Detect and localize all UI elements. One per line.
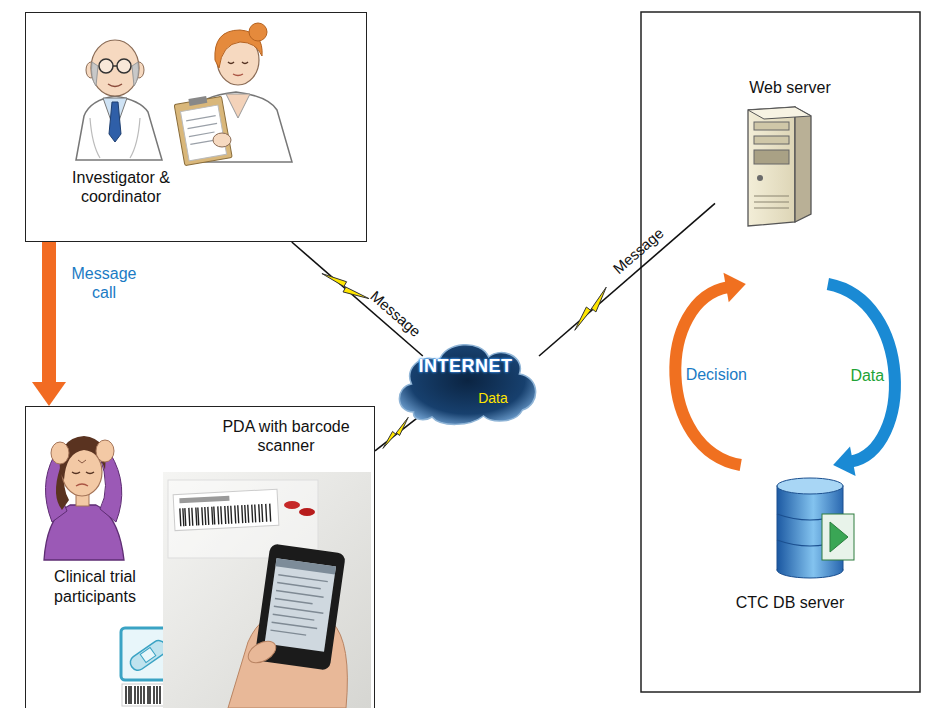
doctor-figure-part xyxy=(90,118,140,158)
server-icon-part xyxy=(748,107,795,226)
server-icon-part xyxy=(748,107,811,119)
pda-photo-part-part xyxy=(173,489,279,530)
doctor-figure xyxy=(76,23,292,166)
doctor-figure-part xyxy=(228,62,248,64)
database-icon xyxy=(777,478,854,578)
doctor-figure-part xyxy=(174,93,233,165)
database-node: CTC DB server xyxy=(715,465,869,630)
internet-cloud: INTERNET Data xyxy=(393,332,542,428)
node-label: PDA with barcode scanner xyxy=(222,417,350,455)
bandage-icon-part xyxy=(128,638,169,673)
database-icon-part xyxy=(830,522,848,552)
edge-label: Data xyxy=(850,366,884,385)
patient-figure xyxy=(44,436,124,560)
pda-photo-part xyxy=(163,472,371,708)
lightning-bolt xyxy=(575,287,606,330)
pda-photo-part-part xyxy=(179,496,229,504)
server-icon xyxy=(748,107,811,226)
doctor-figure-part xyxy=(76,96,162,160)
pda-photo-part xyxy=(299,508,315,516)
doctor-figure-part-part xyxy=(174,96,232,165)
lightning-bolt xyxy=(322,274,369,299)
node-label: Clinical trial participants xyxy=(36,567,154,605)
server-icon-part xyxy=(754,122,789,130)
pda-photo-part-part xyxy=(180,504,271,527)
web-server-node: Web server xyxy=(715,72,869,284)
doctor-figure-part xyxy=(91,40,139,96)
database-icon-part xyxy=(777,478,843,494)
arrow-head xyxy=(723,273,745,303)
link-line xyxy=(539,203,715,356)
node-label: Investigator & coordinator xyxy=(46,168,196,206)
arrow-head xyxy=(833,447,855,476)
connector xyxy=(375,414,423,451)
patient-figure-part xyxy=(72,472,94,474)
pda-photo-part xyxy=(284,501,300,509)
connector xyxy=(539,203,715,356)
doctor-figure-part xyxy=(226,94,250,118)
arrow-head xyxy=(32,382,66,406)
server-panel-part xyxy=(641,12,920,692)
server-icon-part xyxy=(754,136,789,144)
link-line xyxy=(375,414,423,451)
edge-label: Message call xyxy=(67,264,141,302)
cycle-arc xyxy=(828,284,895,462)
doctor-figure-part xyxy=(233,74,243,76)
doctor-figure-part xyxy=(213,133,231,147)
node-label: Data xyxy=(473,390,513,407)
server-panel xyxy=(641,12,920,692)
connector-shaft xyxy=(42,242,56,384)
pda-photo-part xyxy=(173,489,279,530)
server-icon-part xyxy=(795,107,811,222)
doctor-figure-part xyxy=(109,102,121,142)
bandage-icon-part xyxy=(140,647,156,662)
server-icon-part xyxy=(754,150,789,164)
connector xyxy=(292,242,423,356)
link-line xyxy=(292,242,423,356)
edge-label: Decision xyxy=(686,365,747,384)
patient-figure-part xyxy=(51,442,69,464)
patient-figure-part xyxy=(96,440,114,462)
node-label: INTERNET xyxy=(393,356,538,378)
node-label: Web server xyxy=(715,78,865,97)
participant-box: PDA with barcode scannerClinical trial p… xyxy=(25,406,375,708)
lightning-bolt xyxy=(383,417,408,448)
database-icon-part xyxy=(822,514,854,560)
server-icon-part xyxy=(754,196,789,208)
doctor-figure-part-part xyxy=(188,96,207,106)
connector xyxy=(828,284,895,476)
patient-figure-part xyxy=(76,484,88,486)
node-label: CTC DB server xyxy=(715,593,865,612)
doctor-figure-part xyxy=(117,59,131,73)
pda-photo xyxy=(163,472,371,708)
connector xyxy=(32,242,66,406)
server-icon-part xyxy=(757,175,763,181)
investigator-box: Investigator & coordinator xyxy=(25,12,367,242)
doctor-figure-part xyxy=(108,84,122,87)
doctor-figure-part xyxy=(113,65,117,67)
patient-figure-part xyxy=(78,460,86,463)
pda-photo-part-part xyxy=(270,575,327,637)
doctor-figure-part xyxy=(99,59,113,73)
doctor-figure-part xyxy=(249,23,267,41)
cloud-shape xyxy=(393,332,542,428)
pda-photo-part-part xyxy=(275,558,336,574)
pda-photo-part xyxy=(245,637,280,668)
pda-photo-part-part xyxy=(265,558,336,652)
pda-photo-part xyxy=(168,480,318,558)
